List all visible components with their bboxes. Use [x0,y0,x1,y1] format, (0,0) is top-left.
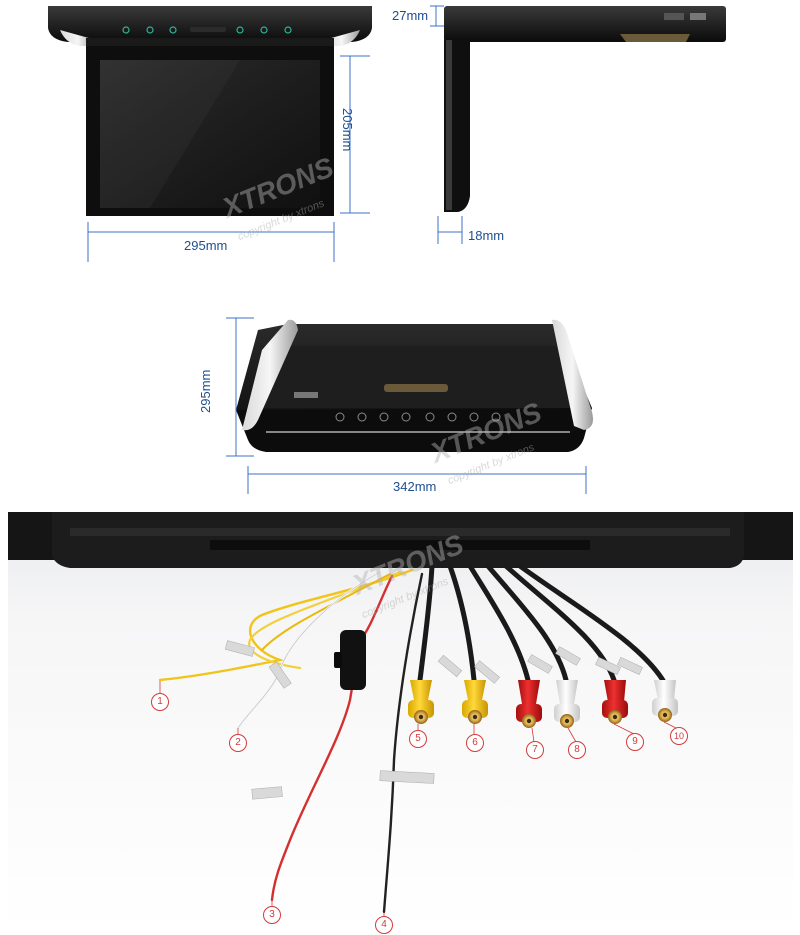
connector-marker-6: 6 [466,734,484,752]
front-view-housing [48,6,372,216]
connector-marker-7: 7 [526,741,544,759]
cable-photo [8,512,793,935]
connector-marker-4: 4 [375,916,393,934]
depth-closed-label: 295mm [198,369,213,413]
front-view-dimension-lines [87,55,370,262]
connector-marker-10: 10 [670,727,688,745]
width-front-label: 295mm [184,238,228,253]
connector-marker-5: 5 [409,730,427,748]
side-view-dimension-lines [430,5,463,244]
thickness-side-label: 18mm [468,228,505,243]
rca-plug-5 [408,680,434,724]
connector-marker-8: 8 [568,741,586,759]
rca-plug-7 [516,680,542,728]
rca-plug-9 [602,680,628,724]
closed-view-dimension-lines [226,317,587,494]
side-view-monitor [444,6,726,212]
rca-plug-10 [652,680,678,722]
height-front-label: 205mm [340,108,355,152]
connector-marker-2: 2 [229,734,247,752]
width-closed-label: 342mm [393,479,437,494]
rca-plug-8 [554,680,580,728]
connector-marker-1: 1 [151,693,169,711]
rca-plug-6 [462,680,488,724]
connector-marker-9: 9 [626,733,644,751]
depth-top-label: 27mm [392,8,429,23]
closed-view-monitor [236,319,593,452]
connector-marker-3: 3 [263,906,281,924]
